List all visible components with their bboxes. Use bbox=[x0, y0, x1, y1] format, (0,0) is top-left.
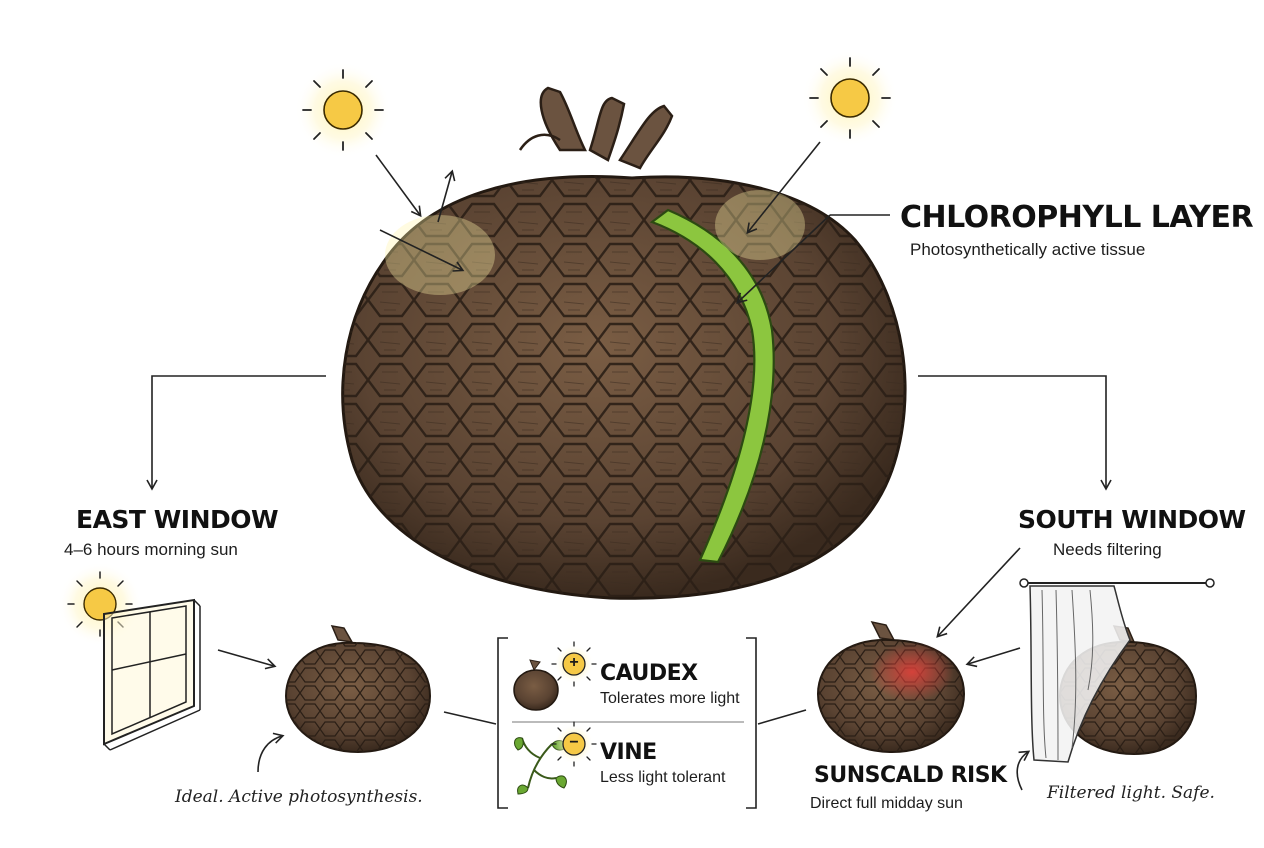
east-window-subtitle: 4–6 hours morning sun bbox=[64, 540, 238, 559]
caudex-legend-icon bbox=[513, 641, 597, 711]
minus-sign-icon: − bbox=[569, 734, 579, 751]
south-window-note: Filtered light. Safe. bbox=[1047, 783, 1215, 803]
sunscald-caudex bbox=[816, 620, 966, 754]
chlorophyll-subtitle: Photosynthetically active tissue bbox=[910, 240, 1146, 259]
south-window-subtitle: Needs filtering bbox=[1053, 540, 1162, 559]
sunscald-title: SUNSCALD RISK bbox=[814, 763, 1007, 788]
legend-caudex-subtitle: Tolerates more light bbox=[600, 690, 740, 707]
east-window-title: EAST WINDOW bbox=[76, 505, 279, 534]
window-icon bbox=[58, 562, 201, 751]
curtain-icon bbox=[1019, 578, 1215, 763]
legend-vine-title: VINE bbox=[600, 740, 657, 765]
sun-icon-top-right bbox=[802, 50, 898, 146]
east-caudex bbox=[284, 625, 432, 754]
sun-icon-top-left bbox=[295, 62, 391, 158]
sunscald-subtitle: Direct full midday sun bbox=[810, 795, 963, 812]
arrows bbox=[146, 141, 1112, 791]
south-window-title: SOUTH WINDOW bbox=[1018, 505, 1246, 534]
legend-box bbox=[497, 637, 757, 809]
legend-caudex-title: CAUDEX bbox=[600, 661, 698, 686]
east-window-note: Ideal. Active photosynthesis. bbox=[175, 787, 423, 807]
sunscald-burn-mark bbox=[870, 642, 954, 702]
vine-icon bbox=[514, 721, 597, 795]
legend-vine-subtitle: Less light tolerant bbox=[600, 769, 726, 786]
main-caudex bbox=[341, 86, 907, 600]
plus-sign-icon: + bbox=[569, 654, 579, 671]
chlorophyll-title: CHLOROPHYLL LAYER bbox=[900, 200, 1254, 235]
